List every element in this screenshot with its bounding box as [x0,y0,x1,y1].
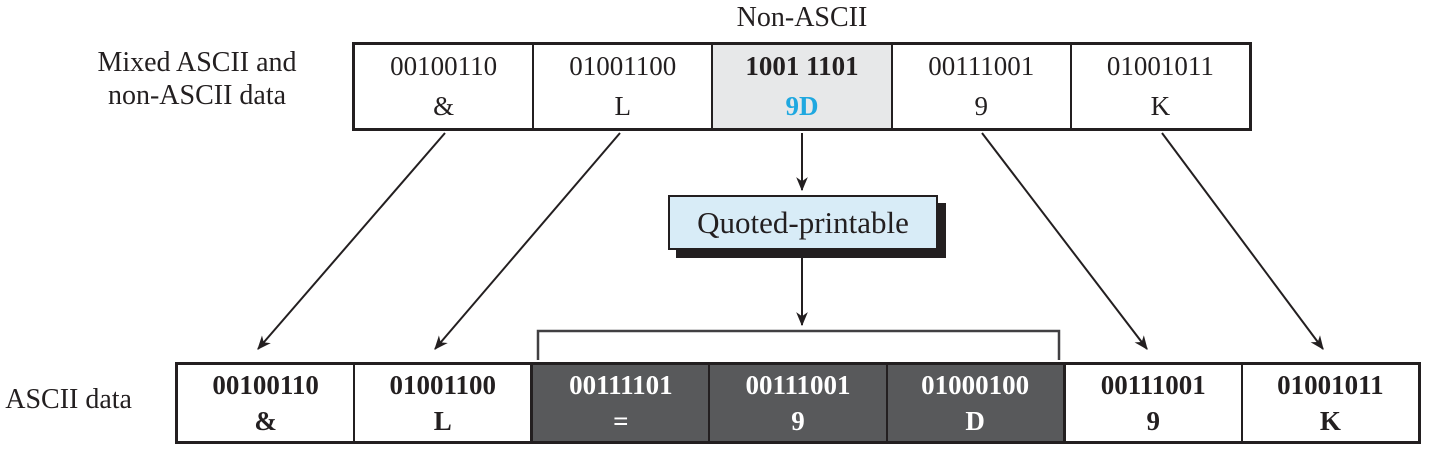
result-cell-L: 01001100 L [353,365,530,441]
result-cell-9-encoded: 00111001 9 [708,365,886,441]
bits-value: 1001 1101 [745,51,859,81]
encoded-span-bracket [536,329,1061,360]
source-cell-9: 00111001 9 [890,45,1070,128]
source-cell-K: 01001011 K [1069,45,1249,128]
char-value: 9 [791,405,805,436]
char-value: D [965,405,985,436]
bits-value: 00111001 [1100,369,1206,400]
char-value: & [254,405,277,436]
char-value: = [613,405,629,436]
mixed-data-row: 00100110 & 01001100 L 1001 1101 9D 00111… [352,42,1252,131]
arrow-L-to-ascii [434,132,621,350]
result-cell-equals: 00111101 = [530,365,709,441]
source-cell-non-ascii-9D: 1001 1101 9D [711,45,891,128]
char-value: L [614,91,632,121]
bits-value: 00100110 [212,369,319,400]
mixed-data-label-line1: Mixed ASCII and [97,47,297,78]
char-value: 9 [1146,405,1161,436]
arrow-9-to-ascii [981,132,1148,350]
bits-value: 01001011 [1277,369,1384,400]
mixed-data-label-line2: non-ASCII data [107,80,287,111]
source-cell-amp: 00100110 & [355,45,532,128]
bits-value: 01001011 [1106,51,1214,81]
char-value: K [1150,91,1171,121]
non-ascii-label: Non-ASCII [736,2,868,33]
result-cell-K: 01001011 K [1240,365,1418,441]
char-value: & [433,91,455,121]
bits-value: 01001100 [389,369,496,400]
hex-value: 9D [785,91,819,121]
mixed-data-label: Mixed ASCII and non-ASCII data [52,46,342,112]
result-cell-D-encoded: 01000100 D [885,365,1063,441]
bits-value: 01001100 [569,51,677,81]
ascii-data-label: ASCII data [5,384,132,415]
quoted-printable-box: Quoted-printable [668,195,938,250]
arrow-amp-to-ascii [257,132,446,350]
char-value: L [433,405,452,436]
arrow-K-to-ascii [1161,132,1324,350]
result-cell-9: 00111001 9 [1062,365,1241,441]
result-cell-amp: 00100110 & [178,365,353,441]
char-value: K [1319,405,1341,436]
bits-value: 00100110 [390,51,498,81]
bits-value: 00111001 [745,369,851,400]
bits-value: 00111001 [928,51,1035,81]
source-cell-L: 01001100 L [532,45,711,128]
bits-value: 00111101 [569,369,673,400]
ascii-data-row: 00100110 & 01001100 L 00111101 = 0011100… [175,362,1421,444]
bits-value: 01000100 [921,369,1030,400]
char-value: 9 [974,91,988,121]
